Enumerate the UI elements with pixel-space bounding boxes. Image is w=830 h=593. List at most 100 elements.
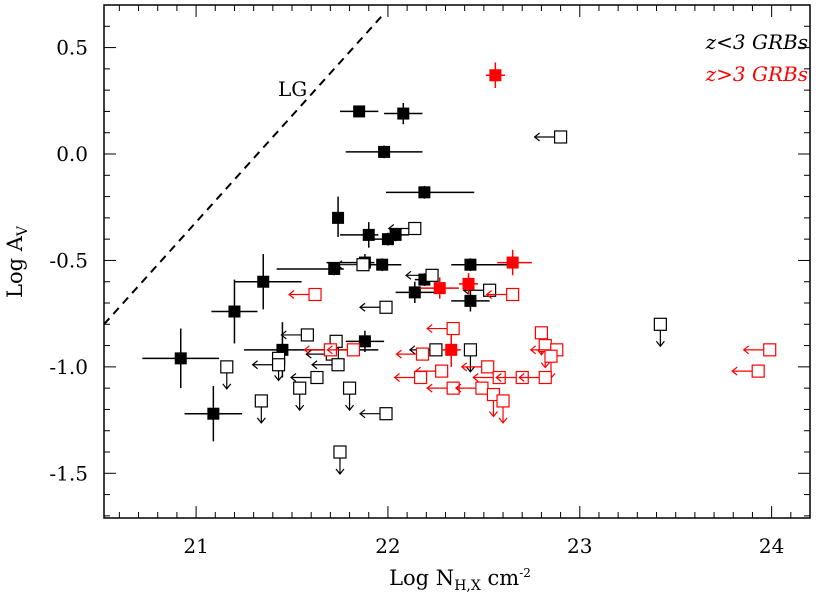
upper-limit-point	[414, 364, 449, 378]
upper-limit-point	[653, 317, 667, 348]
arrow-head	[395, 349, 402, 359]
limit-marker	[342, 381, 357, 395]
data-point	[142, 328, 220, 389]
legend-entry-high-z: z>3 GRBs	[705, 62, 808, 86]
upper-limit-point	[393, 370, 428, 385]
arrow-head	[465, 366, 475, 373]
arrow-head	[387, 224, 395, 233]
point-marker	[353, 105, 366, 118]
limit-marker	[538, 370, 552, 385]
upper-limit-point	[454, 381, 489, 395]
limit-marker	[310, 370, 324, 385]
arrow-head	[311, 360, 318, 370]
upper-limit-point	[288, 287, 322, 302]
limit-marker	[475, 381, 489, 395]
data-point	[276, 262, 344, 276]
arrow-head	[426, 324, 433, 334]
arrow-head	[655, 340, 665, 348]
arrow-head	[540, 362, 550, 369]
point-marker	[362, 228, 375, 241]
upper-limit-point	[254, 394, 268, 424]
limit-marker	[429, 343, 443, 357]
upper-limit-point	[387, 221, 422, 236]
arrow-head	[518, 373, 525, 382]
upper-limit-point	[518, 370, 552, 385]
point-marker	[378, 145, 391, 158]
limit-marker	[220, 360, 234, 374]
data-point	[420, 277, 459, 299]
limit-marker	[553, 130, 568, 144]
upper-limit-point	[463, 343, 478, 373]
arrow-head	[485, 290, 493, 299]
upper-limit-point	[426, 321, 460, 336]
point-marker	[207, 407, 220, 420]
limit-marker	[333, 445, 347, 459]
arrow-head	[335, 468, 345, 475]
point-marker	[174, 352, 187, 365]
data-point	[345, 330, 385, 352]
arrow-head	[495, 373, 502, 382]
upper-limit-point	[342, 381, 357, 412]
y-tick-label: -0.5	[49, 248, 88, 272]
arrow-head	[288, 290, 295, 299]
arrow-head	[359, 409, 366, 419]
data-point	[458, 273, 479, 295]
point-marker	[408, 286, 421, 299]
y-tick-label: -1.5	[49, 461, 88, 485]
y-axis-label-sub: V	[15, 225, 31, 237]
limit-marker	[653, 317, 667, 331]
arrow-head	[393, 373, 400, 382]
upper-limit-point	[251, 358, 286, 372]
limit-marker	[506, 287, 520, 302]
legend: z<3 GRBs z>3 GRBs	[705, 30, 808, 86]
arrow-head	[408, 345, 416, 355]
arrow-head	[742, 345, 750, 355]
point-marker	[358, 335, 371, 348]
data-point	[234, 254, 302, 310]
data-point	[384, 102, 423, 125]
x-axis-label: Log NH,X cm-2	[389, 566, 531, 593]
arrow-head	[251, 360, 258, 370]
arrow-head	[289, 373, 297, 382]
upper-limit-point	[485, 287, 520, 302]
arrow-head	[359, 302, 366, 312]
data-point	[332, 196, 345, 238]
point-marker	[506, 256, 519, 269]
upper-limit-point	[333, 445, 347, 475]
upper-limit-point	[220, 360, 234, 390]
upper-limit-point	[731, 364, 765, 378]
point-marker	[464, 294, 477, 307]
legend-entry-low-z: z<3 GRBs	[705, 30, 808, 54]
y-axis-label: Log AV	[3, 225, 31, 298]
x-tick-label: 22	[375, 534, 400, 558]
limit-marker	[356, 258, 370, 272]
upper-limit-point	[460, 360, 495, 374]
limit-marker	[446, 321, 460, 336]
upper-limit-point	[405, 268, 439, 282]
x-axis-label-main: Log N	[389, 566, 454, 590]
lg-annotation: LG	[278, 77, 307, 101]
x-tick-label: 21	[183, 534, 208, 558]
y-tick-label: 0.0	[56, 142, 88, 166]
arrow-head	[460, 362, 468, 372]
y-axis-label-main: Log A	[3, 235, 27, 298]
arrow-head	[405, 270, 412, 280]
data-point	[497, 249, 532, 276]
point-marker	[397, 107, 410, 120]
limit-marker	[435, 364, 449, 378]
data-point	[339, 222, 379, 248]
limit-marker	[308, 287, 322, 302]
arrow-head	[336, 260, 343, 270]
limit-marker	[481, 360, 495, 374]
limit-marker	[379, 300, 393, 314]
limit-marker	[413, 370, 428, 385]
arrow-head	[326, 345, 333, 355]
point-marker	[376, 258, 389, 271]
data-point	[451, 258, 509, 272]
arrow-head	[533, 132, 540, 142]
arrow-head	[345, 404, 355, 412]
data-point	[386, 185, 475, 199]
limit-marker	[763, 343, 777, 357]
upper-limit-point	[742, 343, 777, 357]
